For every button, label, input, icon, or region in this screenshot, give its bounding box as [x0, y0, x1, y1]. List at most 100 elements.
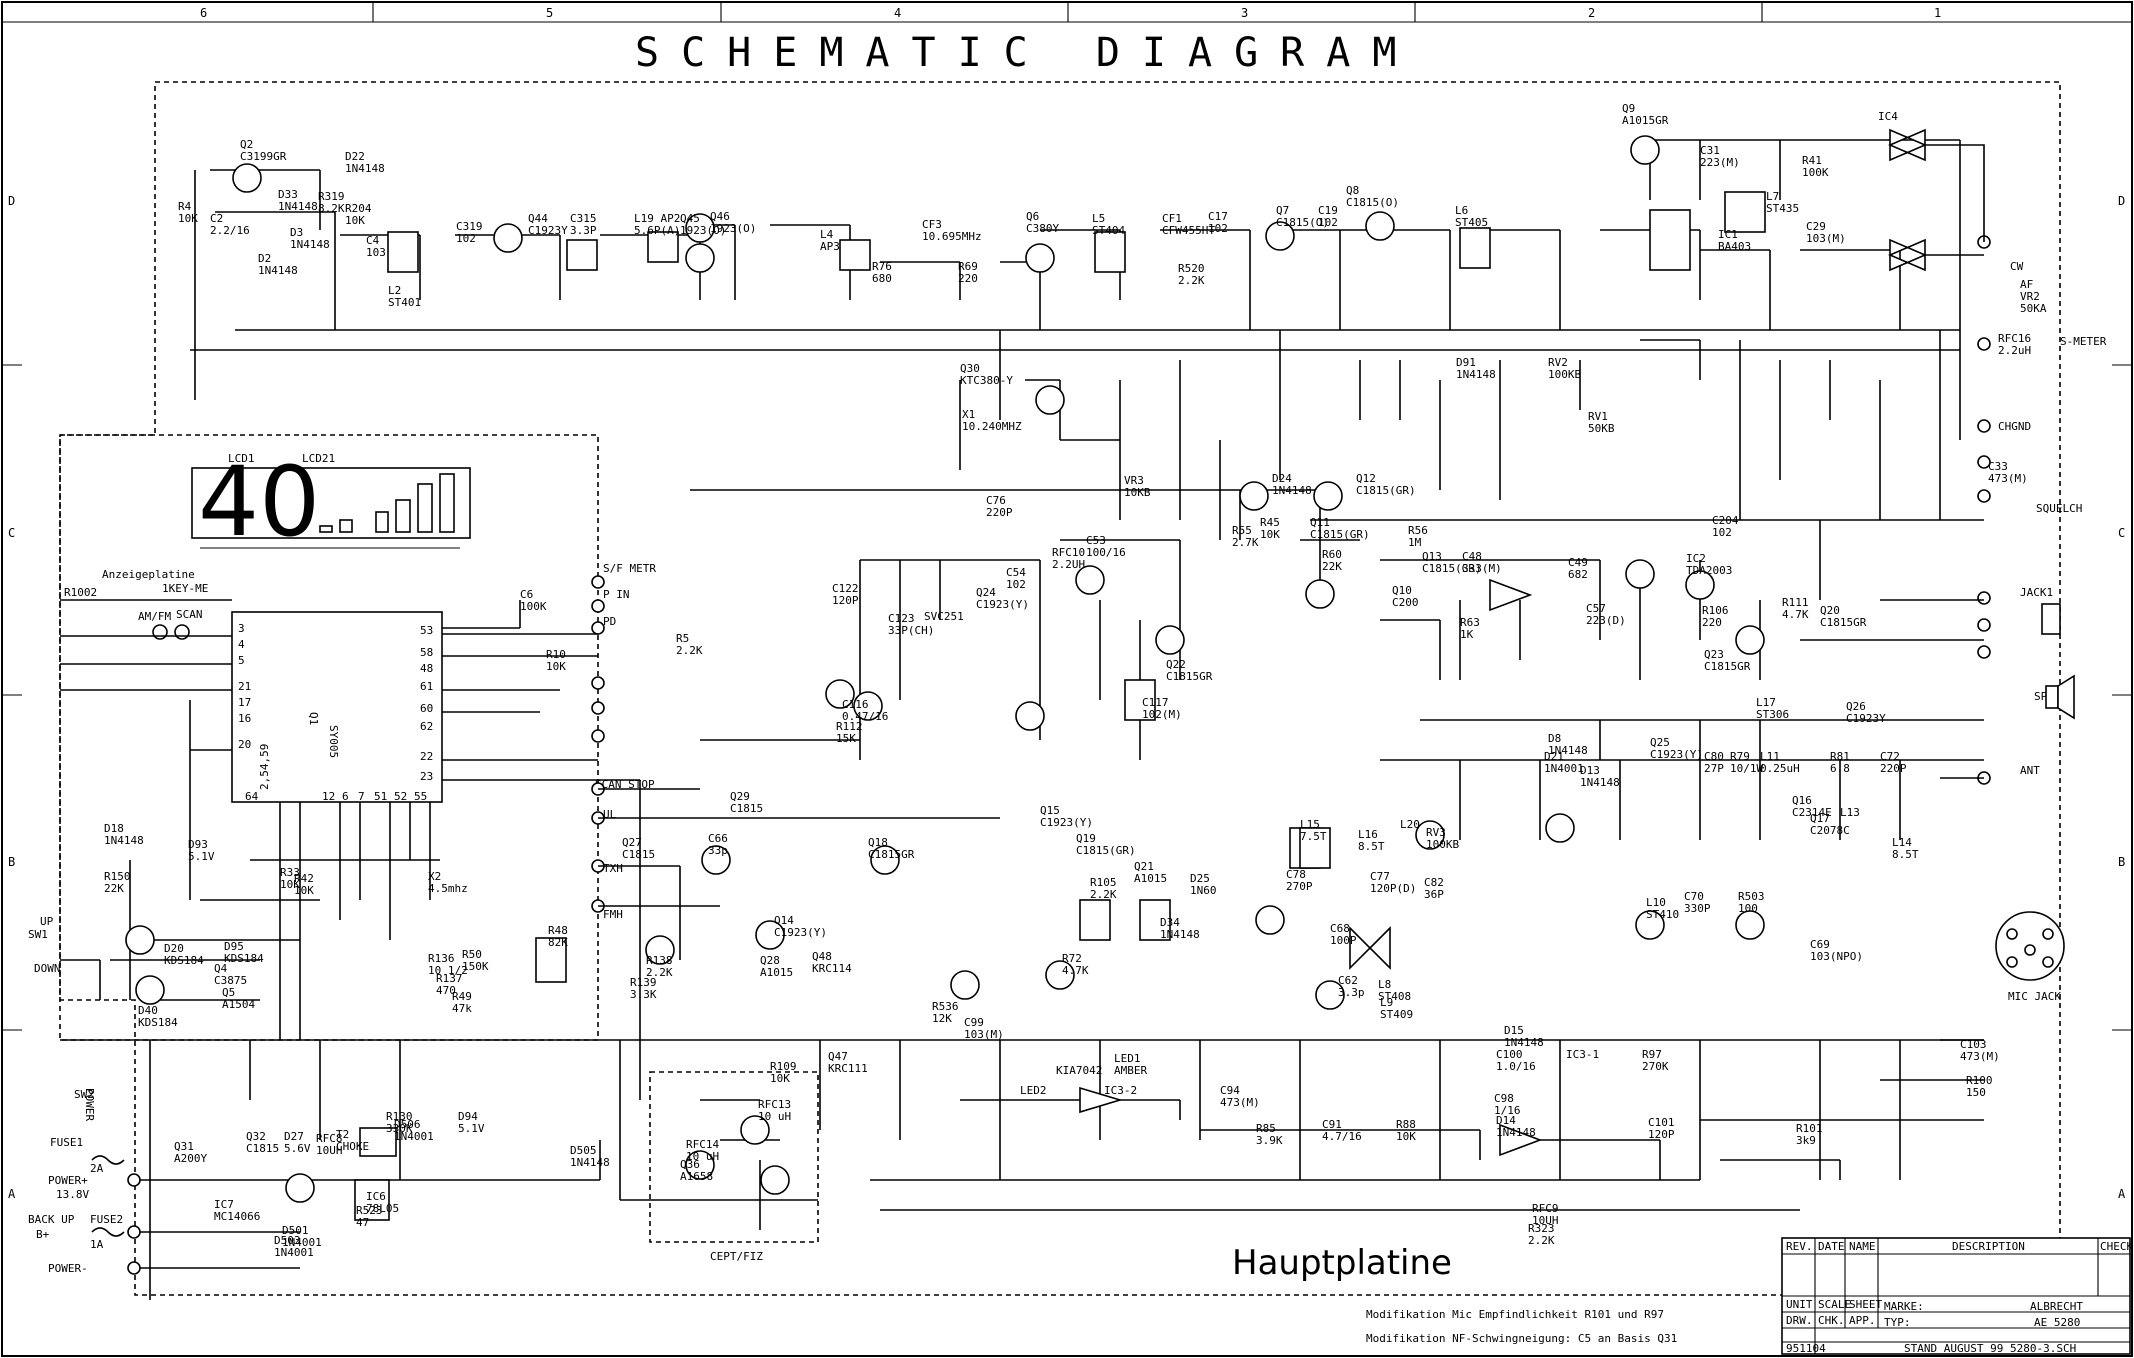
component-value: 2.7K [1232, 536, 1259, 549]
ic-pin: 55 [414, 790, 427, 803]
component-value: KRC111 [828, 1062, 868, 1075]
key-label: SW2 [74, 1088, 94, 1101]
component-ref: Q23 [1704, 648, 1724, 661]
component-value: 1N4148 [570, 1156, 610, 1169]
component-value: 333(M) [1462, 562, 1502, 575]
component-ref: R503 [1738, 890, 1765, 903]
component-ref: R137 [436, 972, 463, 985]
power-label: POWER+ [48, 1174, 88, 1187]
key-label: DOWN [34, 962, 61, 975]
component-value: 10K [280, 878, 300, 891]
component-ref: Q47 [828, 1050, 848, 1063]
component-value: 1N4148 [345, 162, 385, 175]
component-value: 3.3P [570, 224, 597, 237]
component-ref: C80 [1704, 750, 1724, 763]
title-block-header: REV. [1786, 1240, 1813, 1253]
component-value: 2.2K [1090, 888, 1117, 901]
component-value: 102 [1208, 222, 1228, 235]
component-value: 102 [1712, 526, 1732, 539]
power-label: BACK UP [28, 1213, 75, 1226]
component-value: C1923(Y) [774, 926, 827, 939]
connector-label: S/F METR [603, 562, 656, 575]
component-ref: R150 [104, 870, 131, 883]
component-value: C1815(GR) [1076, 844, 1136, 857]
component-ref: C66 [708, 832, 728, 845]
component-value: 22K [104, 882, 124, 895]
component-value: C200 [1392, 596, 1419, 609]
component-value: 78L05 [366, 1202, 399, 1215]
component-ref: D21 [1544, 750, 1564, 763]
component-ref: Q15 [1040, 804, 1060, 817]
component-ref: D501 [282, 1224, 309, 1237]
ic-pin: 58 [420, 646, 433, 659]
keys: R1002 1KEY-ME AM/FM SCAN UP SW1 DOWN SW2… [28, 582, 208, 1121]
component-ref: L9 [1380, 996, 1393, 1009]
key-label: 1KEY-ME [162, 582, 208, 595]
component-value: 10K [1260, 528, 1280, 541]
modification-note: Modifikation Mic Empfindlichkeit R101 un… [1366, 1308, 1664, 1321]
power-label: B+ [36, 1228, 50, 1241]
component-ref: KIA7042 [1056, 1064, 1102, 1077]
component-value: 100 [1738, 902, 1758, 915]
title-block-marke-label: MARKE: [1884, 1300, 1924, 1313]
component-value: 7.5T [1300, 830, 1327, 843]
key-label: R1002 [64, 586, 97, 599]
component-value: C1815GR [868, 848, 915, 861]
component-value: 3k9 [1796, 1134, 1816, 1147]
component-value: 6.8 [1830, 762, 1850, 775]
component-value: 1N4001 [282, 1236, 322, 1249]
component-ref: D25 [1190, 872, 1210, 885]
component-ref: L15 [1300, 818, 1320, 831]
grid-col-label: 3 [1241, 6, 1248, 20]
component-value: 330K [386, 1122, 413, 1135]
component-value: 15K [836, 732, 856, 745]
component-ref: D95 [224, 940, 244, 953]
ic-pin: 61 [420, 680, 433, 693]
component-ref: Q27 [622, 836, 642, 849]
component-ref: R130 [386, 1110, 413, 1123]
component-ref: D14 [1496, 1114, 1516, 1127]
component-ref: C31 [1700, 144, 1720, 157]
component-value: 1N4148 [290, 238, 330, 251]
component-ref: C103 [1960, 1038, 1987, 1051]
component-ref: IC2 [1686, 552, 1706, 565]
grid-top: 6 5 4 3 2 1 [2, 2, 2132, 23]
component-ref: R41 [1802, 154, 1822, 167]
component-value: 47k [452, 1002, 472, 1015]
component-value: 1/16 [1494, 1104, 1521, 1117]
component-value: C1815(O) [1276, 216, 1329, 229]
component-value: 2.2/16 [210, 224, 250, 237]
component-ref: L5 [1092, 212, 1105, 225]
component-ref: D27 [284, 1130, 304, 1143]
component-ref: R56 [1408, 524, 1428, 537]
component-value: 0.47/16 [842, 710, 888, 723]
component-value: 150 [1966, 1086, 1986, 1099]
component-ref: L7 [1766, 190, 1779, 203]
component-value: 223(M) [1700, 156, 1740, 169]
ic-pin: 17 [238, 696, 251, 709]
component-ref: Q44 [528, 212, 548, 225]
component-value: 0.25uH [1760, 762, 1800, 775]
component-value: 8.2K [318, 202, 345, 215]
component-value: 100/16 [1086, 546, 1126, 559]
component-ref: IC6 [366, 1190, 386, 1203]
grid-row-label: B [2118, 855, 2125, 869]
component-ref: R42 [294, 872, 314, 885]
component-value: 5.6P(A) [634, 224, 680, 237]
power-label: FUSE1 [50, 1136, 83, 1149]
title-block-scale: SCALE [1818, 1298, 1851, 1311]
title-block-app: APP. [1849, 1314, 1876, 1327]
component-ref: C62 [1338, 974, 1358, 987]
component-value: AMBER [1114, 1064, 1147, 1077]
component-ref: Q12 [1356, 472, 1376, 485]
ic-pin: 16 [238, 712, 251, 725]
component-ref: D34 [1160, 916, 1180, 929]
component-ref: RFC8 [316, 1132, 343, 1145]
component-ref: R204 [345, 202, 372, 215]
component-value: 220 [958, 272, 978, 285]
connector-label: MIC JACK [2008, 990, 2061, 1003]
component-ref: C49 [1568, 556, 1588, 569]
component-value: 10K [345, 214, 365, 227]
